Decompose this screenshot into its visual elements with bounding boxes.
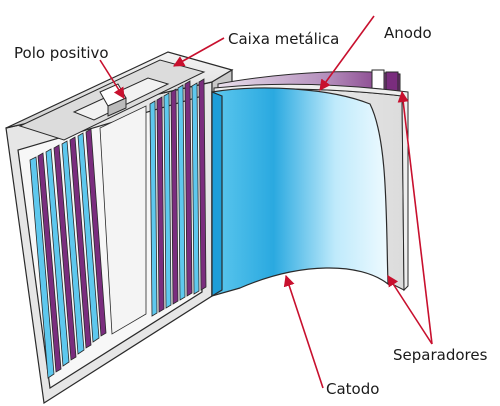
leader-lines [99,15,433,389]
label-separadores: Separadores [393,346,488,364]
label-polo-positivo: Polo positivo [14,44,109,62]
leader-catodo [283,274,324,389]
inner-separator [99,105,147,335]
right-electrode-stack [149,78,207,317]
label-catodo: Catodo [326,380,380,398]
leader-separadores-2 [387,275,433,345]
leader-polo-positivo [99,59,125,99]
leader-anodo [319,15,375,91]
label-anodo: Anodo [384,24,432,42]
label-caixa-metalica: Caixa metálica [228,30,340,48]
left-electrode-stack [29,128,107,379]
cathode-sheet [211,87,389,298]
leader-caixa-metalica [173,37,225,67]
leader-separadores-1 [397,90,433,345]
